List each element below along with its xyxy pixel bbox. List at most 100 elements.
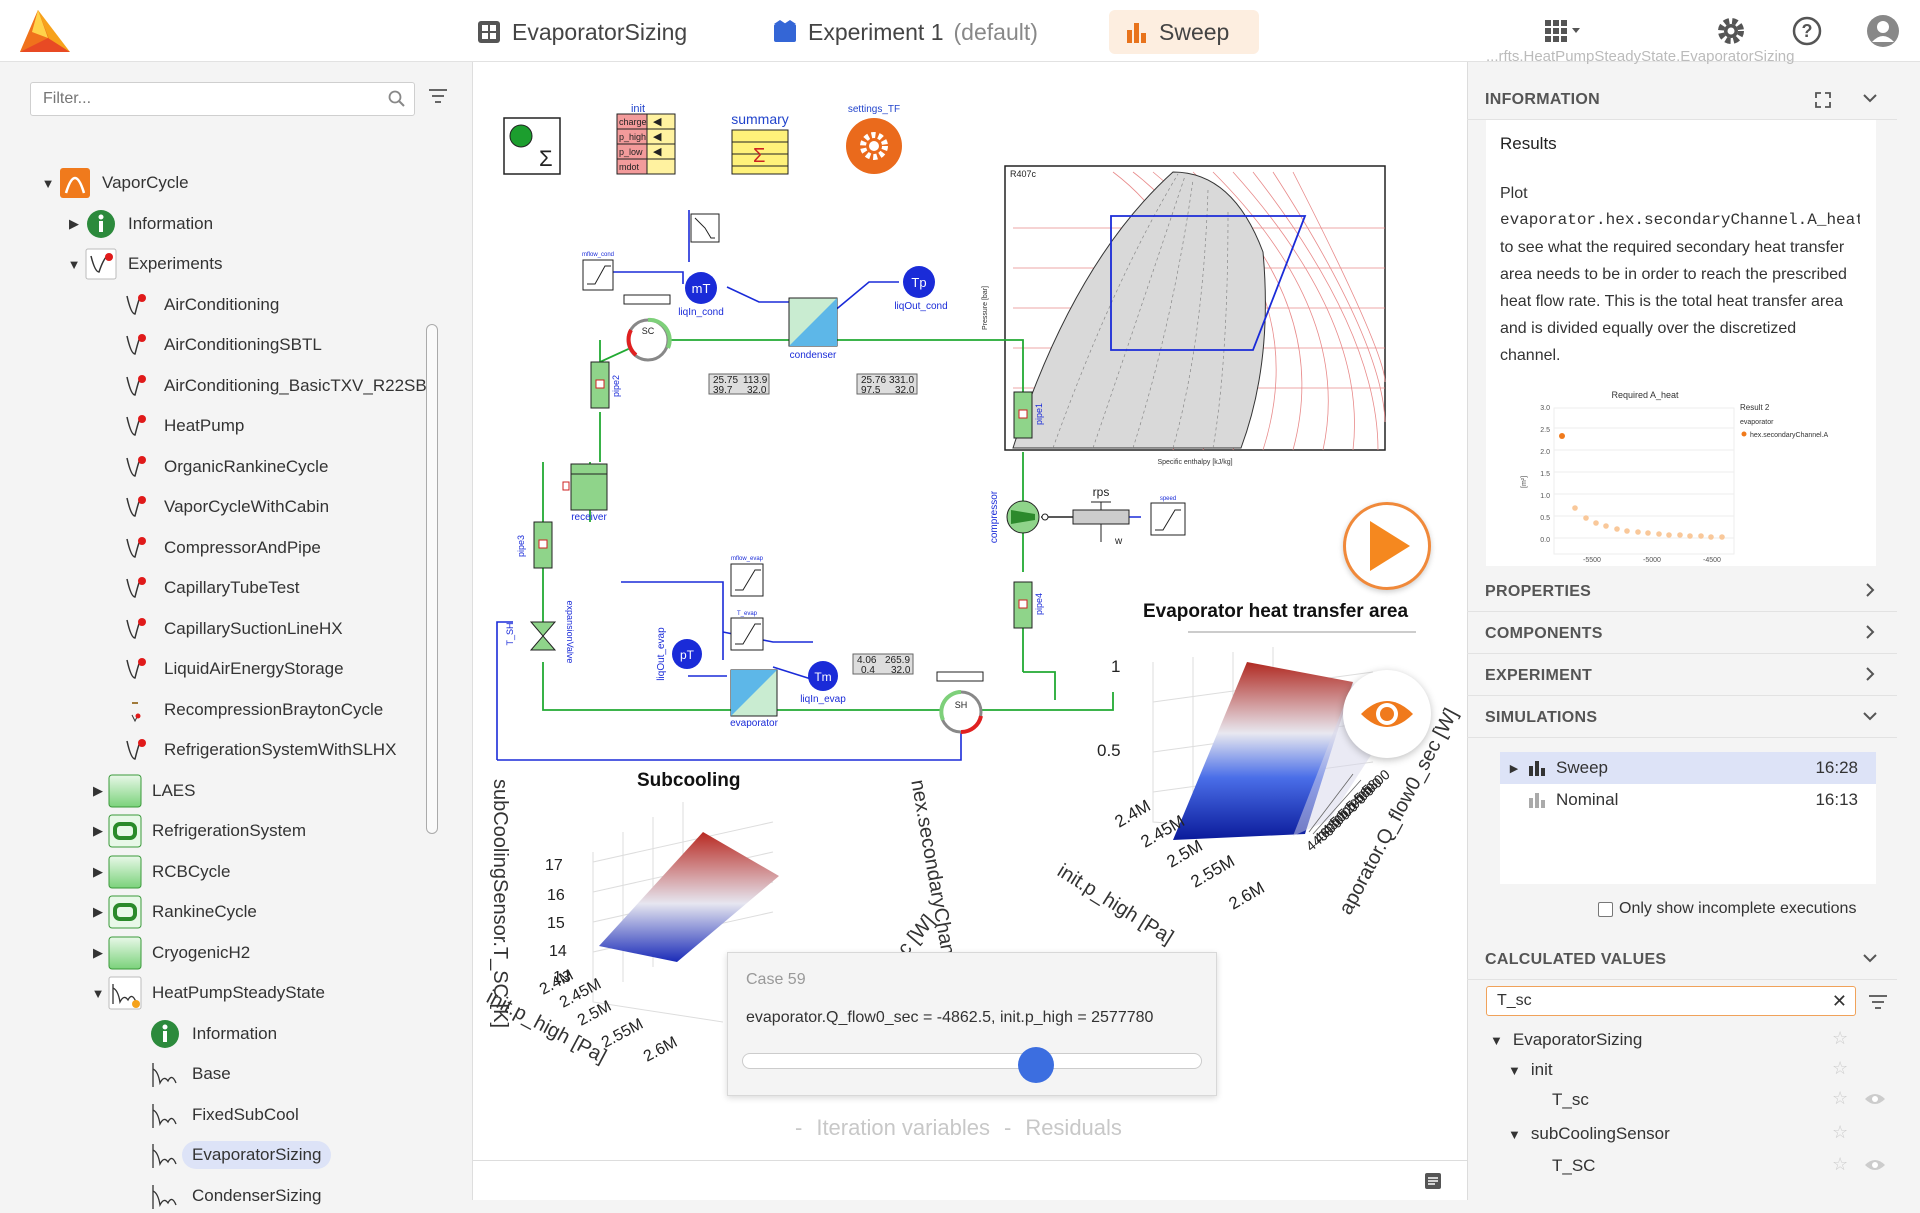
eye-icon[interactable] (1864, 1158, 1886, 1177)
tree-item-fixedsubcool[interactable]: FixedSubCool (128, 1098, 299, 1132)
subcool-sensor-icon[interactable]: SC (623, 294, 672, 362)
iteration-variables-tab[interactable]: Iteration variables (816, 1115, 990, 1140)
expand-triangle-icon[interactable]: ▼ (67, 256, 81, 272)
settings-button[interactable] (1714, 14, 1748, 48)
collapse-triangle-icon[interactable]: ▼ (1508, 1062, 1521, 1078)
tree-item-refrigerationsystem[interactable]: ▶RefrigerationSystem (88, 814, 306, 848)
tree-item-vaporcycle[interactable]: ▼VaporCycle (38, 166, 189, 200)
apps-grid-button[interactable] (1542, 14, 1586, 48)
cv-item-subcoolingsensor[interactable]: ▼subCoolingSensor (1508, 1120, 1670, 1148)
compressor-icon[interactable]: compressor (989, 490, 1040, 543)
summary-block-icon[interactable]: Σ (503, 117, 561, 175)
summary-table-icon[interactable]: summary Σ (731, 111, 789, 175)
pipe4-icon[interactable]: pipe4 (1013, 581, 1044, 629)
tree-item-capillarytubetest[interactable]: CapillaryTubeTest (100, 571, 299, 605)
init-block-icon[interactable]: init charge p_high p_low mdot ◀◀◀ (616, 103, 676, 175)
tree-item-heatpumpsteadystate[interactable]: ▼HeatPumpSteadyState (88, 976, 325, 1010)
pipe2-icon[interactable]: pipe2 (590, 361, 621, 409)
residuals-tab[interactable]: Residuals (1025, 1115, 1122, 1140)
tree-item-information[interactable]: Information (128, 1017, 277, 1051)
superheat-sensor-icon[interactable]: SH (936, 671, 984, 735)
tab-model[interactable]: EvaporatorSizing (460, 10, 703, 54)
only-incomplete-checkbox[interactable] (1598, 901, 1613, 917)
chevron-down-icon[interactable] (1861, 89, 1879, 107)
tree-item-heatpump[interactable]: HeatPump (100, 409, 244, 443)
settings-tf-icon[interactable]: settings_TF (846, 104, 902, 174)
information-header[interactable]: INFORMATION (1467, 80, 1897, 120)
simulation-row-nominal[interactable]: Nominal 16:13 (1500, 784, 1876, 816)
tree-item-condensersizing[interactable]: CondenserSizing (128, 1179, 321, 1213)
eye-icon[interactable] (1864, 1092, 1886, 1111)
mT-sensor-icon[interactable]: mT liqIn_cond (678, 272, 724, 318)
clear-icon[interactable]: ✕ (1831, 991, 1847, 1011)
simulations-header[interactable]: SIMULATIONS (1467, 698, 1897, 738)
app-logo[interactable] (18, 8, 74, 54)
expand-icon[interactable] (1815, 92, 1831, 108)
expand-triangle-icon[interactable]: ▶ (93, 944, 103, 960)
tree-item-experiments[interactable]: ▼Experiments (64, 247, 222, 281)
star-icon[interactable]: ☆ (1832, 1028, 1849, 1048)
pipe1-icon[interactable]: pipe1 (1013, 391, 1044, 439)
tree-item-rcbcycle[interactable]: ▶RCBCycle (88, 855, 230, 889)
star-icon[interactable]: ☆ (1832, 1154, 1849, 1174)
simulation-row-sweep[interactable]: ▶ Sweep 16:28 (1500, 752, 1876, 784)
mini-result-chart[interactable]: Required A_heat 3.0 2.5 2.0 1.5 1.0 0.5 … (1500, 388, 1870, 566)
tree-item-recompressionbraytoncycle[interactable]: RecompressionBraytonCycle (100, 693, 383, 727)
only-incomplete-option[interactable]: Only show incomplete executions (1598, 900, 1856, 918)
receiver-icon[interactable]: receiver (562, 463, 608, 523)
star-icon[interactable]: ☆ (1832, 1088, 1849, 1108)
tree-item-information[interactable]: ▶Information (64, 207, 213, 241)
cv-item-t-sc[interactable]: T_sc (1532, 1086, 1589, 1114)
filter-input[interactable] (31, 83, 361, 115)
user-avatar[interactable] (1866, 14, 1900, 48)
tree-item-organicrankinecycle[interactable]: OrganicRankineCycle (100, 450, 328, 484)
help-button[interactable]: ? (1790, 14, 1824, 48)
star-icon[interactable]: ☆ (1832, 1058, 1849, 1078)
expand-triangle-icon[interactable]: ▶ (93, 904, 103, 919)
tree-item-compressorandpipe[interactable]: CompressorAndPipe (100, 531, 321, 565)
tree-item-base[interactable]: Base (128, 1057, 231, 1091)
expand-triangle-icon[interactable]: ▶ (1509, 762, 1519, 775)
case-slider-thumb[interactable] (1018, 1047, 1055, 1083)
pT-sensor-icon[interactable]: pT liqOut_evap (656, 627, 702, 681)
expansion-valve-icon[interactable]: expansionValve T_SH (505, 601, 575, 664)
components-header[interactable]: COMPONENTS (1467, 614, 1897, 654)
tree-item-capillarysuctionlinehx[interactable]: CapillarySuctionLineHX (100, 612, 343, 646)
tree-item-rankinecycle[interactable]: ▶RankineCycle (88, 895, 257, 929)
experiment-header[interactable]: EXPERIMENT (1467, 656, 1897, 696)
cv-item-t-sc[interactable]: T_SC (1532, 1152, 1595, 1180)
view-results-button[interactable] (1343, 670, 1431, 758)
properties-header[interactable]: PROPERTIES (1467, 572, 1897, 612)
collapse-triangle-icon[interactable]: ▼ (1508, 1126, 1521, 1142)
expand-triangle-icon[interactable]: ▼ (91, 985, 105, 1001)
tab-experiment[interactable]: Experiment 1 (default) (756, 10, 1054, 54)
tree-item-liquidairenergystorage[interactable]: LiquidAirEnergyStorage (100, 652, 344, 686)
condenser-icon[interactable]: condenser (788, 297, 838, 361)
run-button[interactable] (1343, 502, 1431, 590)
calculated-values-header[interactable]: CALCULATED VALUES (1467, 940, 1897, 980)
expand-triangle-icon[interactable]: ▶ (93, 823, 103, 838)
evaporator-icon[interactable]: evaporator (730, 669, 779, 729)
tree-item-airconditioning[interactable]: AirConditioning (100, 288, 279, 322)
tree-item-vaporcyclewithcabin[interactable]: VaporCycleWithCabin (100, 490, 329, 524)
tree-item-cryogenich2[interactable]: ▶CryogenicH2 (88, 936, 250, 970)
cv-item-init[interactable]: ▼init (1508, 1056, 1553, 1084)
Tm-sensor-icon[interactable]: Tm liqIn_evap (800, 661, 846, 705)
notes-icon[interactable] (1423, 1171, 1443, 1191)
rps-shaft-icon[interactable]: rps w (1041, 485, 1130, 547)
mflow-cond-ramp[interactable]: mflow_cond (582, 252, 614, 291)
tab-sweep[interactable]: Sweep (1109, 10, 1259, 54)
calculated-values-search[interactable]: T_sc ✕ (1486, 986, 1856, 1016)
expand-triangle-icon[interactable]: ▶ (93, 863, 103, 879)
expand-triangle-icon[interactable]: ▶ (69, 215, 79, 231)
evaporator-area-3d-plot[interactable]: 1 0.5 2.4M 2.45M 2.5M 2.55M 2.6M 4400 46… (1097, 647, 1393, 913)
pipe3-icon[interactable]: pipe3 (516, 521, 553, 569)
cv-item-evaporatorsizing[interactable]: ▼EvaporatorSizing (1490, 1026, 1642, 1054)
filter-options-icon[interactable] (428, 88, 448, 104)
cond-ramp-top[interactable] (690, 213, 720, 243)
filter-options-icon[interactable] (1868, 994, 1888, 1010)
Tp-sensor-icon[interactable]: Tp liqOut_cond (894, 266, 948, 312)
mflow-evap-ramp[interactable]: mflow_evap (730, 556, 764, 597)
tree-scrollbar[interactable] (426, 324, 438, 834)
ph-diagram[interactable]: R407c Specific enthalpy [kJ/kg] Pressure… (982, 165, 1386, 466)
